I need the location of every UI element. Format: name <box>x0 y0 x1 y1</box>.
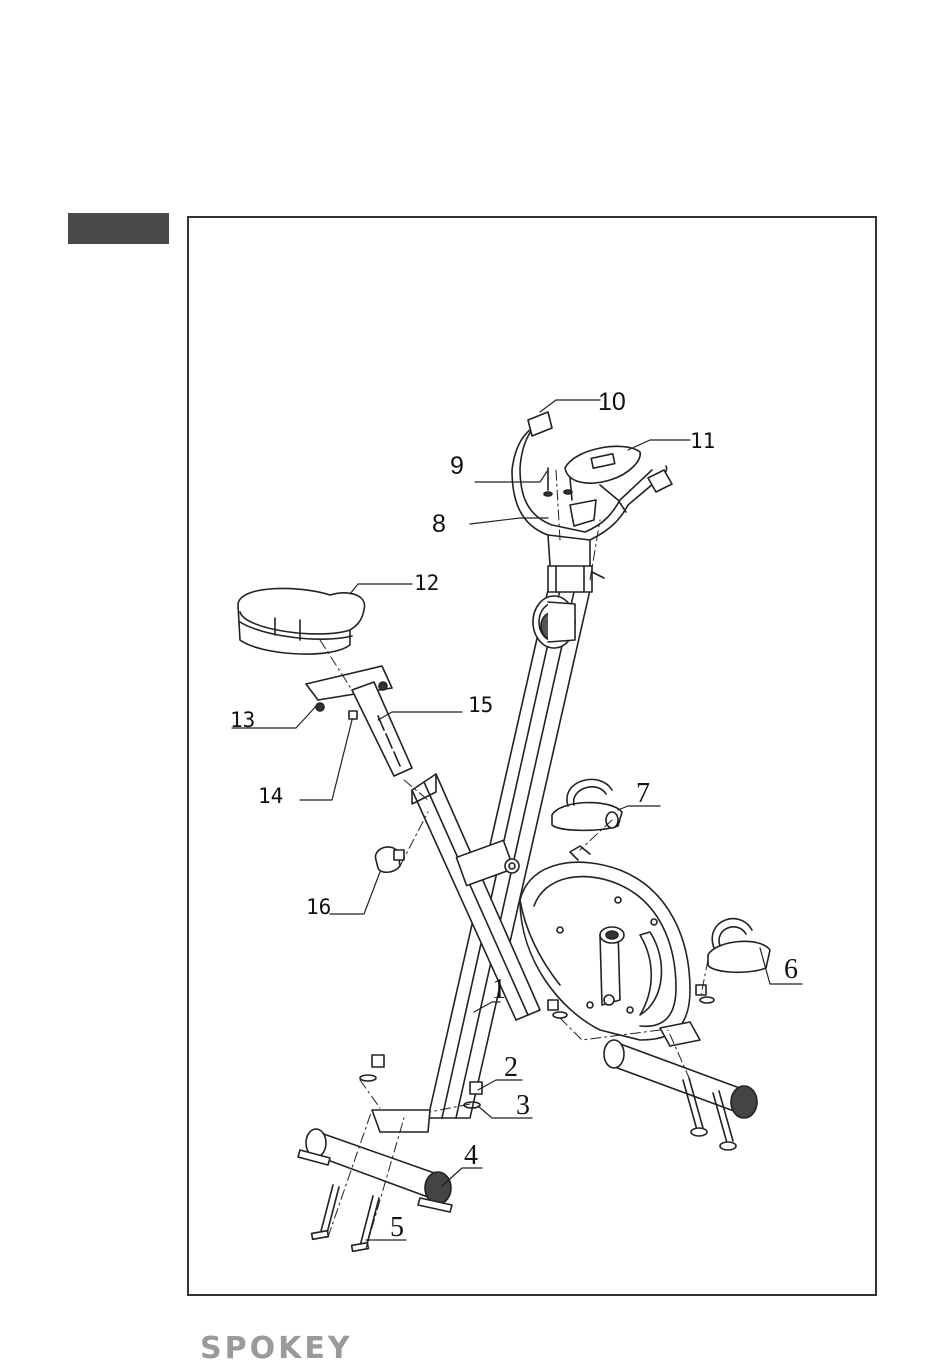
pedal-right <box>708 919 770 973</box>
part-label-15: 15 <box>468 693 493 717</box>
part-label-12: 12 <box>414 571 439 595</box>
part-label-10: 10 <box>598 388 626 416</box>
part-label-3: 3 <box>516 1090 530 1121</box>
part-label-7: 7 <box>636 778 650 809</box>
monitor <box>565 446 640 526</box>
brand-logo: SPOKEY <box>200 1331 353 1366</box>
part-label-13: 13 <box>230 708 255 732</box>
part-label-11: 11 <box>690 429 715 453</box>
part-label-1: 1 <box>492 974 506 1005</box>
seat <box>238 588 365 654</box>
part-label-6: 6 <box>784 954 798 985</box>
rear-stabilizer <box>298 1129 452 1212</box>
tension-knob <box>533 596 575 648</box>
pedal-left <box>552 779 622 830</box>
part-label-14: 14 <box>258 784 283 808</box>
part-label-16: 16 <box>306 895 331 919</box>
part-label-4: 4 <box>464 1140 478 1171</box>
part-label-9: 9 <box>450 452 464 480</box>
part-label-2: 2 <box>504 1052 518 1083</box>
adjustment-knob <box>375 847 404 872</box>
part-label-8: 8 <box>432 510 446 538</box>
seat-post <box>306 666 412 776</box>
handlebar <box>512 412 672 566</box>
part-label-5: 5 <box>390 1212 404 1243</box>
